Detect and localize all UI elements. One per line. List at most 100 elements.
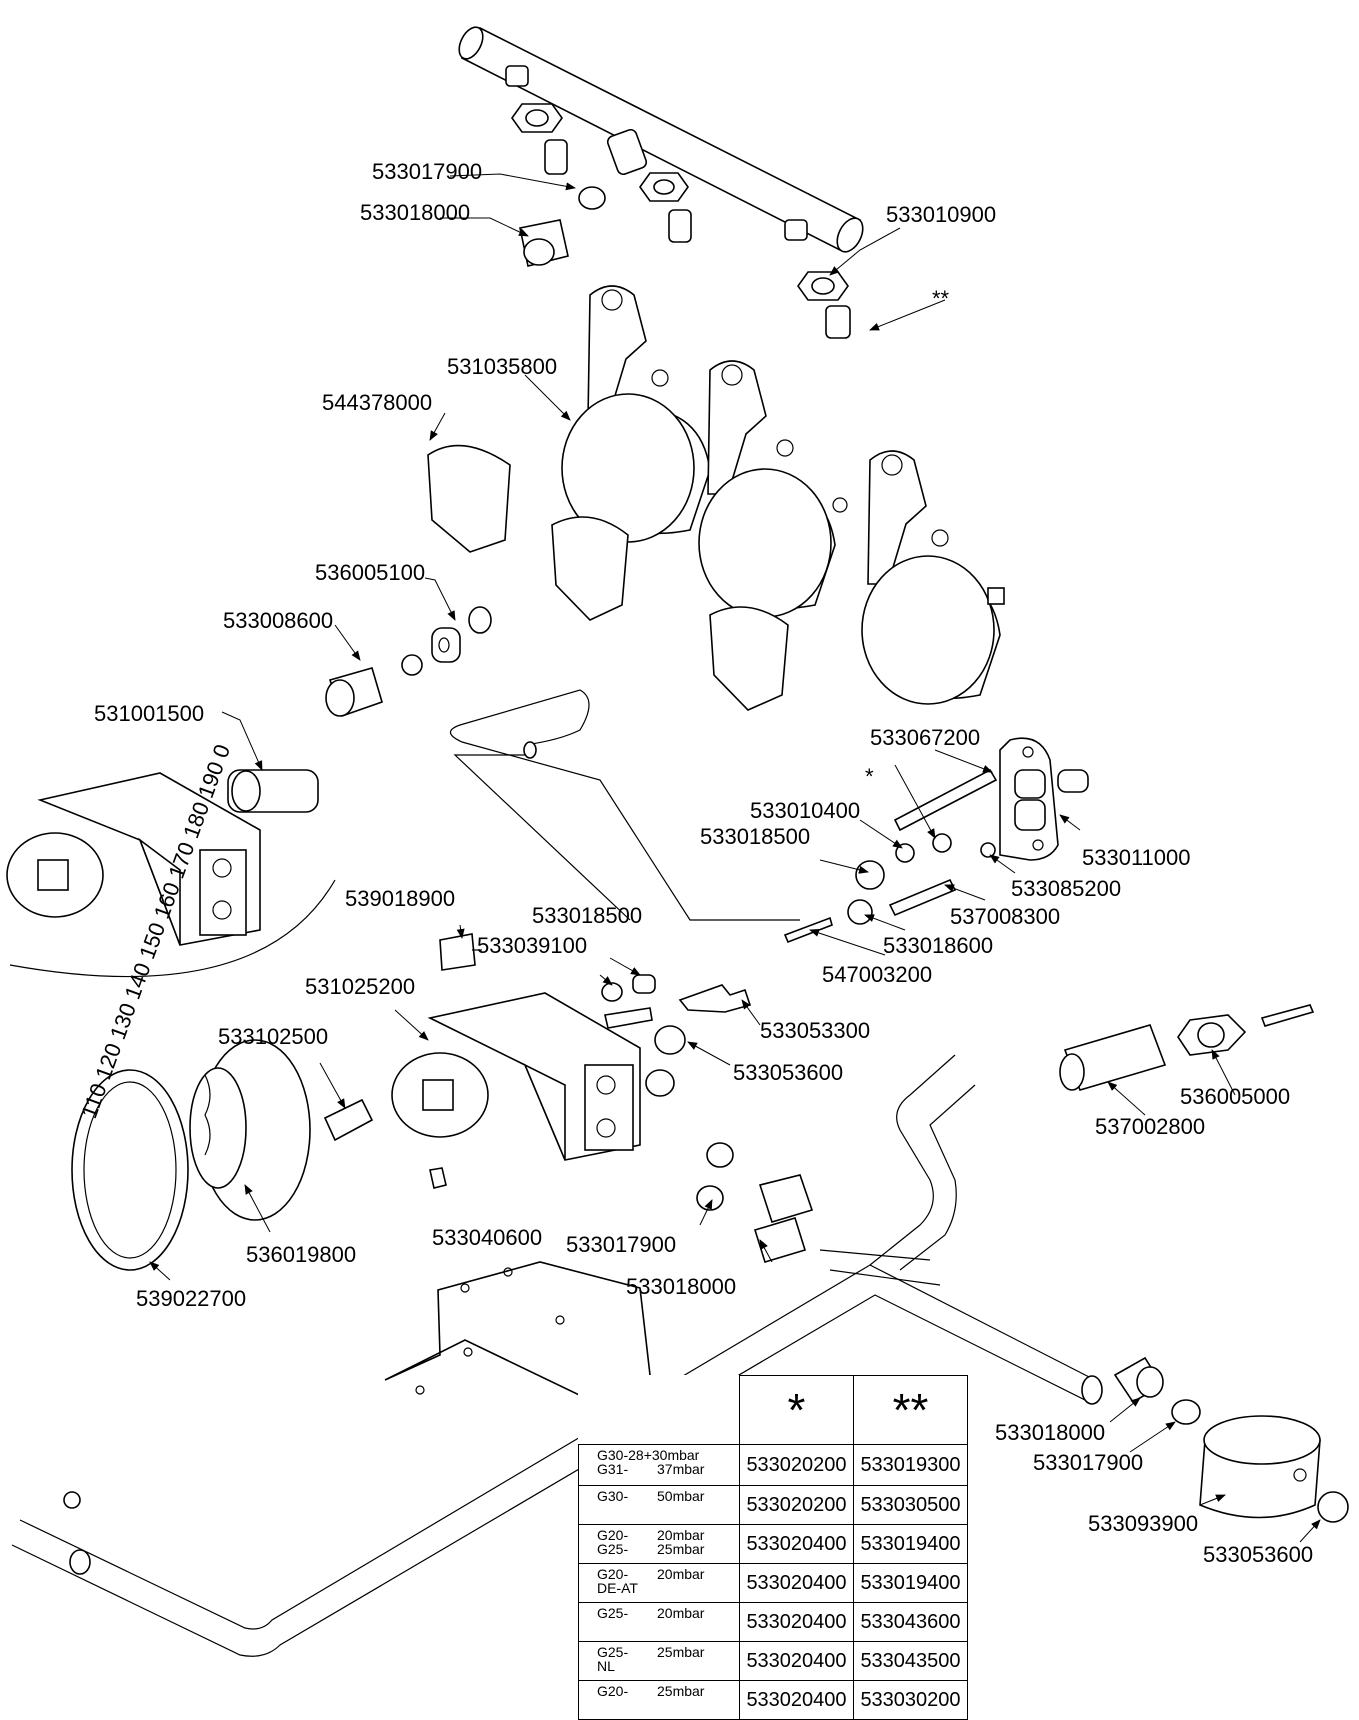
label-533010400: 533010400 — [750, 798, 860, 823]
thermocouple-tube — [449, 689, 800, 921]
label-531025200: 531025200 — [305, 974, 415, 999]
gas-type: G20- — [597, 1683, 629, 1699]
gas-condition-cell: G20-DE-AT 20mbar — [578, 1563, 740, 1603]
label-537002800: 537002800 — [1095, 1114, 1205, 1139]
gas-pressure: 20mbar — [657, 1566, 705, 1582]
gas-valve-main — [323, 992, 641, 1189]
nozzle-table-header: * ** — [579, 1375, 968, 1445]
double-star-part-number: 533019400 — [853, 1563, 968, 1603]
label-533018500-right: 533018500 — [700, 824, 810, 849]
pilot-burner-group — [783, 737, 1089, 944]
label-537008300: 537008300 — [950, 904, 1060, 929]
gas-pressure: 20mbar — [657, 1605, 705, 1621]
main-gas-pipe — [11, 1054, 1103, 1657]
label-double-star: ** — [932, 286, 950, 311]
gas-condition-cell: G25- 20mbar — [578, 1602, 740, 1642]
label-533017900-mid: 533017900 — [566, 1232, 676, 1257]
label-533010900: 533010900 — [886, 202, 996, 227]
label-533093900: 533093900 — [1088, 1511, 1198, 1536]
double-star-part-number: 533043600 — [853, 1602, 968, 1642]
label-531035800: 531035800 — [447, 354, 557, 379]
top-fittings — [511, 103, 851, 339]
bottom-right-fittings — [1113, 1356, 1349, 1523]
gas-pressure: 25mbar — [657, 1644, 705, 1660]
table-corner — [579, 1376, 740, 1445]
label-533067200: 533067200 — [870, 725, 980, 750]
gas-type: G25- — [597, 1605, 629, 1621]
burner-3 — [861, 450, 1005, 705]
thermocouple-right — [1059, 1004, 1315, 1091]
label-533053600-bot: 533053600 — [1203, 1542, 1313, 1567]
label-539018900: 539018900 — [345, 886, 455, 911]
star-part-number: 533020400 — [739, 1641, 854, 1681]
mounting-bracket — [384, 1261, 651, 1406]
burner-1 — [561, 285, 724, 543]
label-533018600: 533018600 — [883, 933, 993, 958]
label-533018000-top: 533018000 — [360, 200, 470, 225]
label-533017900-top: 533017900 — [372, 159, 482, 184]
leader-lines — [149, 173, 1321, 1543]
top-manifold-pipe — [458, 26, 864, 253]
spark-electrode — [439, 933, 482, 971]
label-533102500: 533102500 — [218, 1024, 328, 1049]
star-part-number: 533020200 — [739, 1444, 854, 1486]
label-536005000: 536005000 — [1180, 1084, 1290, 1109]
label-531001500: 531001500 — [94, 701, 204, 726]
label-533008600: 533008600 — [223, 608, 333, 633]
label-533018500-mid: 533018500 — [532, 903, 642, 928]
label-533053300: 533053300 — [760, 1018, 870, 1043]
double-star-part-number: 533030500 — [853, 1485, 968, 1525]
star-part-number: 533020400 — [739, 1602, 854, 1642]
star-part-number: 533020400 — [739, 1524, 854, 1564]
double-star-part-number: 533030200 — [853, 1680, 968, 1720]
label-533085200: 533085200 — [1011, 876, 1121, 901]
label-533053600-mid: 533053600 — [733, 1060, 843, 1085]
gas-condition-cell: G30- 50mbar — [578, 1485, 740, 1525]
double-star-part-number: 533019300 — [853, 1444, 968, 1486]
header-double-star: ** — [853, 1375, 968, 1445]
gas-type: G20-DE-AT — [597, 1566, 638, 1596]
label-547003200: 547003200 — [822, 962, 932, 987]
double-star-part-number: 533019400 — [853, 1524, 968, 1564]
label-533017900-bot: 533017900 — [1033, 1450, 1143, 1475]
label-533018000-bot: 533018000 — [995, 1420, 1105, 1445]
label-533039100: 533039100 — [477, 933, 587, 958]
flame-shields — [427, 444, 789, 711]
label-533011000: 533011000 — [1082, 845, 1191, 870]
header-star: * — [739, 1375, 854, 1445]
gas-type: G25-NL — [597, 1644, 629, 1674]
label-533018000-mid: 533018000 — [626, 1274, 736, 1299]
double-star-part-number: 533043500 — [853, 1641, 968, 1681]
gas-pressure: 37mbar — [657, 1461, 705, 1477]
control-knob — [189, 1039, 311, 1221]
part-labels: 533017900 533018000 533010900 ** 5310358… — [94, 159, 1313, 1567]
gas-condition-cell: G20- 25mbar — [578, 1680, 740, 1720]
gas-pressure: 25mbar — [657, 1683, 705, 1699]
burner-assembly — [561, 285, 1005, 705]
burner-2 — [698, 360, 848, 618]
star-part-number: 533020400 — [739, 1680, 854, 1720]
middle-fittings — [601, 974, 814, 1263]
star-part-number: 533020200 — [739, 1485, 854, 1525]
gas-pressure: 50mbar — [657, 1488, 705, 1504]
gas-type: G30- — [597, 1488, 629, 1504]
label-single-star: * — [865, 764, 874, 789]
label-533040600: 533040600 — [432, 1225, 542, 1250]
gas-valve-top — [6, 769, 336, 978]
pilot-nozzle-group — [325, 606, 492, 718]
gas-type: G20-G25- — [597, 1527, 629, 1557]
gas-condition-cell: G25-NL 25mbar — [578, 1641, 740, 1681]
star-part-number: 533020400 — [739, 1563, 854, 1603]
